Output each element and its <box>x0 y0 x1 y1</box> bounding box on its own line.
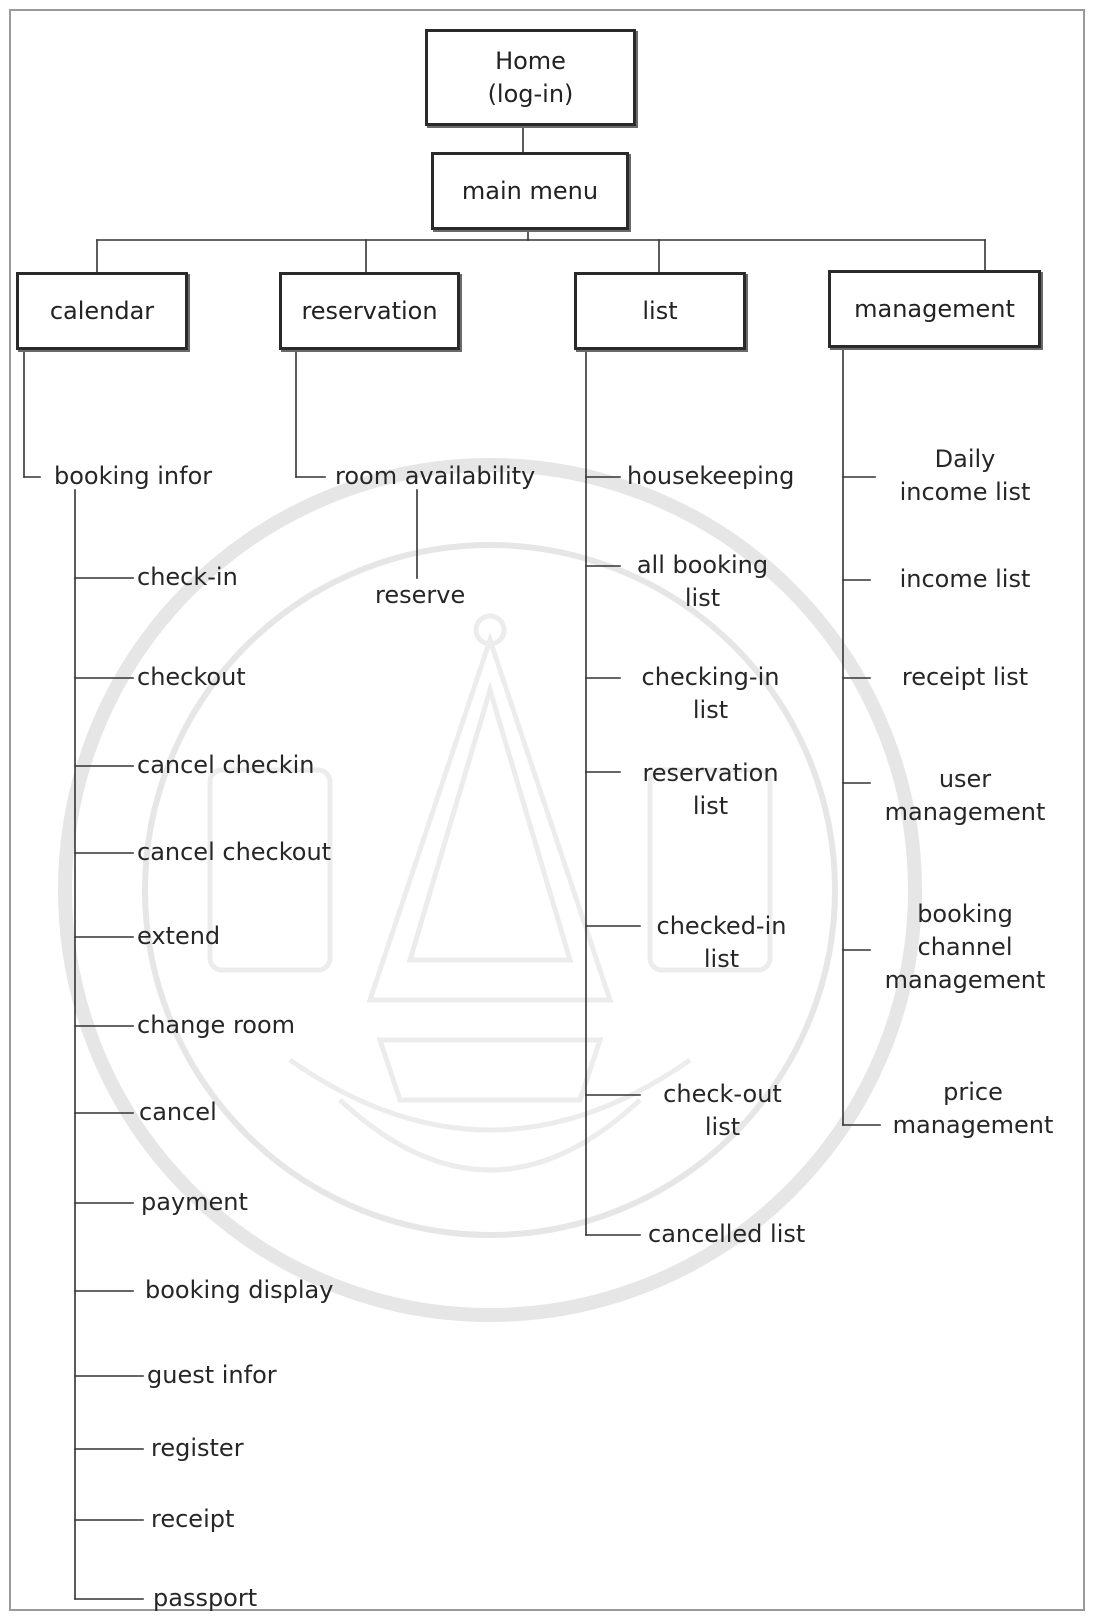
list-item[interactable]: all booking list <box>625 549 780 615</box>
management-item-line: price <box>943 1078 1003 1106</box>
list-label: list <box>642 296 678 325</box>
list-item-line: list <box>692 696 729 725</box>
management-item-line: user <box>938 765 992 793</box>
reservation-label: reservation <box>301 296 438 325</box>
management-item-line: booking <box>917 900 1013 928</box>
management-label: management <box>854 294 1015 323</box>
booking-infor-node[interactable]: booking infor <box>54 462 213 490</box>
list-item-line: checking-in <box>641 663 780 691</box>
calendar-item[interactable]: cancel checkout <box>137 838 332 866</box>
calendar-item[interactable]: cancel <box>139 1098 217 1126</box>
list-item[interactable]: checking-in list <box>633 661 788 727</box>
list-item-line: list <box>684 584 721 613</box>
calendar-item[interactable]: checkout <box>137 663 246 691</box>
reservation-box[interactable]: reservation <box>279 272 460 350</box>
list-box[interactable]: list <box>574 272 746 350</box>
management-item[interactable]: user management <box>870 763 1060 829</box>
home-login-box[interactable]: Home (log-in) <box>425 29 636 126</box>
calendar-item[interactable]: receipt <box>151 1505 235 1533</box>
management-item-line: management <box>884 966 1046 995</box>
management-box[interactable]: management <box>828 270 1041 348</box>
list-item[interactable]: check-out list <box>645 1078 800 1144</box>
calendar-item[interactable]: booking display <box>145 1276 334 1304</box>
management-item[interactable]: booking channel management <box>870 898 1060 997</box>
room-availability-node[interactable]: room availability <box>335 462 536 490</box>
list-item-line: all booking <box>636 551 769 579</box>
list-item-line: checked-in <box>656 912 787 940</box>
management-item-line: income list <box>899 478 1031 507</box>
calendar-item[interactable]: register <box>151 1434 244 1462</box>
list-item-line: list <box>704 1113 741 1142</box>
list-item-line: reservation <box>642 759 779 787</box>
calendar-item[interactable]: passport <box>153 1584 258 1612</box>
list-item[interactable]: cancelled list <box>648 1220 806 1248</box>
management-item-line: channel <box>917 933 1013 962</box>
calendar-box[interactable]: calendar <box>16 272 188 350</box>
management-item-line: income list <box>899 565 1031 593</box>
management-item[interactable]: Daily income list <box>870 443 1060 509</box>
reserve-node[interactable]: reserve <box>375 581 466 609</box>
calendar-item[interactable]: check-in <box>137 563 238 591</box>
calendar-item[interactable]: extend <box>137 922 221 950</box>
main-menu-label: main menu <box>461 176 599 205</box>
list-item[interactable]: reservation list <box>633 757 788 823</box>
management-item[interactable]: income list <box>870 563 1060 596</box>
calendar-item[interactable]: cancel checkin <box>137 751 315 779</box>
management-item-line: Daily <box>934 445 996 473</box>
calendar-label: calendar <box>49 296 155 325</box>
management-item[interactable]: receipt list <box>870 661 1060 694</box>
list-item-line: list <box>703 945 740 974</box>
list-item-line: check-out <box>663 1080 782 1108</box>
diagram-frame <box>9 9 1085 1611</box>
calendar-item[interactable]: payment <box>141 1188 248 1216</box>
list-item-line: list <box>692 792 729 821</box>
management-item[interactable]: price management <box>878 1076 1068 1142</box>
management-item-line: management <box>884 798 1046 827</box>
calendar-item[interactable]: change room <box>137 1011 296 1039</box>
management-item-line: management <box>892 1111 1054 1140</box>
list-item[interactable]: checked-in list <box>644 910 799 976</box>
home-label: Home <box>495 47 566 76</box>
main-menu-box[interactable]: main menu <box>431 152 629 230</box>
login-label: (log-in) <box>487 79 574 108</box>
list-item[interactable]: housekeeping <box>627 462 795 490</box>
management-item-line: receipt list <box>901 663 1029 691</box>
calendar-item[interactable]: guest infor <box>147 1361 277 1389</box>
